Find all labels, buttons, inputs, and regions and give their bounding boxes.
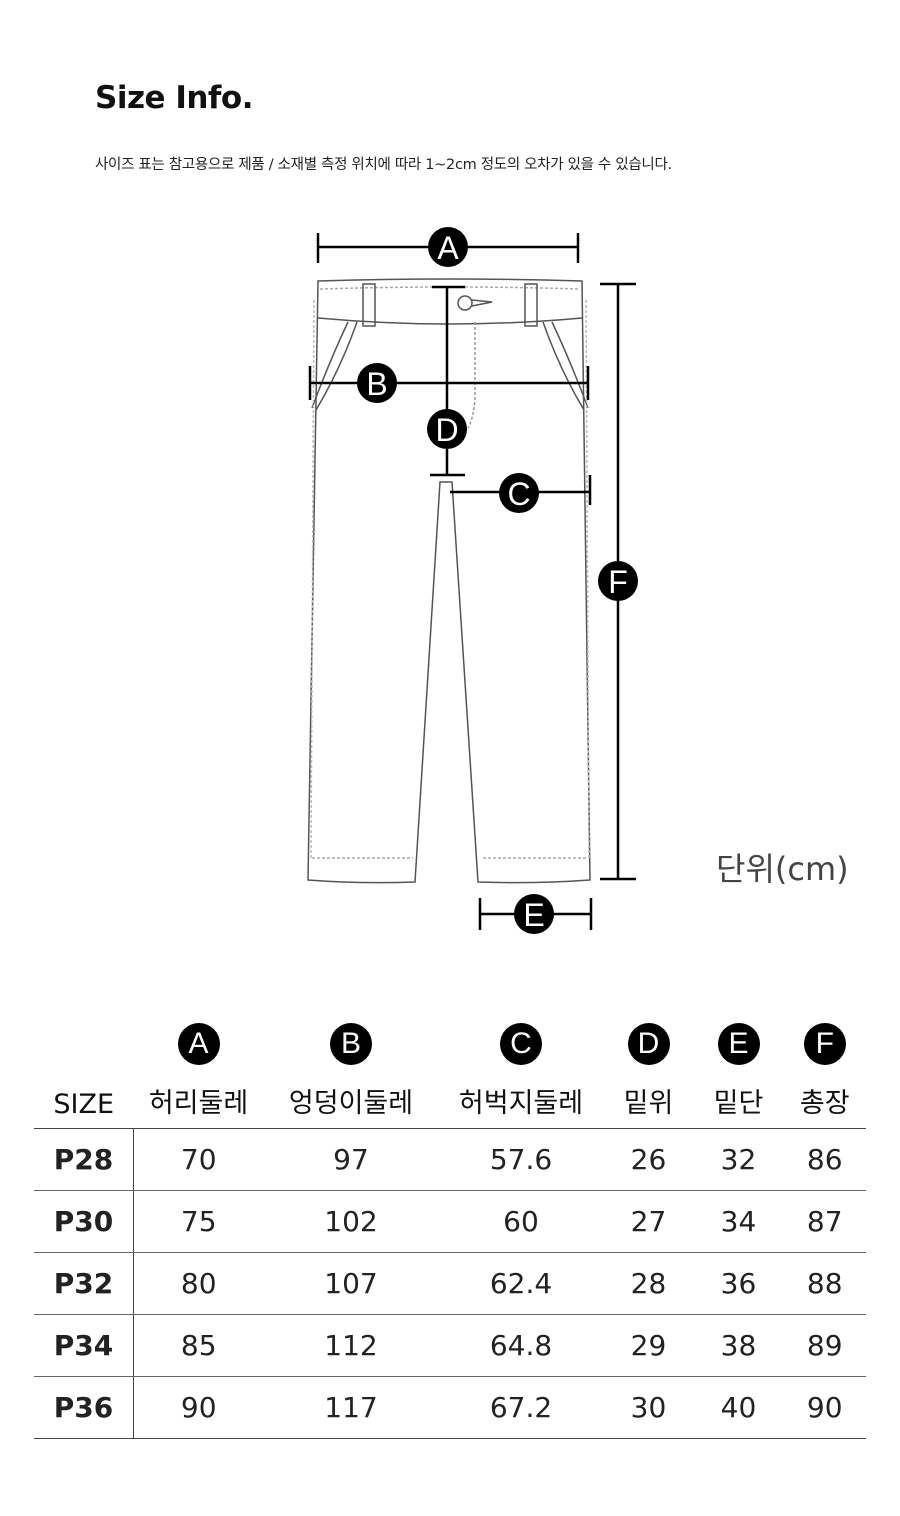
header-length: 총장 bbox=[783, 1068, 866, 1129]
value-cell: 89 bbox=[783, 1314, 866, 1377]
value-cell: 70 bbox=[133, 1128, 264, 1191]
value-cell: 27 bbox=[603, 1190, 694, 1253]
value-cell: 64.8 bbox=[438, 1314, 604, 1377]
value-cell: 75 bbox=[133, 1190, 264, 1253]
size-table: A B C D E F SIZE 허리둘레 엉덩이둘레 허벅지둘레 밑위 밑단 … bbox=[34, 1020, 866, 1439]
value-cell: 88 bbox=[783, 1252, 866, 1315]
header-rise: 밑위 bbox=[603, 1068, 694, 1129]
value-cell: 97 bbox=[263, 1128, 439, 1191]
value-cell: 87 bbox=[783, 1190, 866, 1253]
marker-d: D bbox=[427, 409, 467, 449]
value-cell: 107 bbox=[263, 1252, 439, 1315]
svg-text:B: B bbox=[366, 366, 387, 402]
size-cell: P34 bbox=[34, 1314, 134, 1377]
value-cell: 85 bbox=[133, 1314, 264, 1377]
size-cell: P36 bbox=[34, 1376, 134, 1439]
svg-text:A: A bbox=[437, 230, 459, 266]
value-cell: 86 bbox=[783, 1128, 866, 1191]
value-cell: 117 bbox=[263, 1376, 439, 1439]
value-cell: 90 bbox=[133, 1376, 264, 1439]
marker-b: B bbox=[330, 1023, 372, 1065]
marker-c: C bbox=[499, 473, 539, 513]
page-title: Size Info. bbox=[95, 80, 253, 116]
value-cell: 67.2 bbox=[438, 1376, 604, 1439]
value-cell: 32 bbox=[693, 1128, 784, 1191]
header-thigh: 허벅지둘레 bbox=[438, 1068, 604, 1129]
size-cell: P28 bbox=[34, 1128, 134, 1191]
value-cell: 36 bbox=[693, 1252, 784, 1315]
marker-b: B bbox=[357, 363, 397, 403]
value-cell: 90 bbox=[783, 1376, 866, 1439]
svg-text:E: E bbox=[523, 897, 544, 933]
value-cell: 112 bbox=[263, 1314, 439, 1377]
unit-label: 단위(cm) bbox=[716, 850, 849, 888]
pants-diagram: A B D C F E bbox=[307, 227, 638, 934]
marker-f: F bbox=[598, 561, 638, 601]
svg-text:F: F bbox=[608, 564, 628, 600]
value-cell: 34 bbox=[693, 1190, 784, 1253]
value-cell: 38 bbox=[693, 1314, 784, 1377]
header-size: SIZE bbox=[34, 1068, 134, 1129]
marker-e: E bbox=[717, 1023, 760, 1065]
pants-illustration bbox=[307, 278, 591, 884]
value-cell: 29 bbox=[603, 1314, 694, 1377]
header-hem: 밑단 bbox=[693, 1068, 784, 1129]
marker-f: F bbox=[803, 1023, 846, 1065]
size-note: 사이즈 표는 참고용으로 제품 / 소재별 측정 위치에 따라 1~2cm 정도… bbox=[95, 157, 672, 173]
value-cell: 102 bbox=[263, 1190, 439, 1253]
svg-text:C: C bbox=[507, 476, 530, 512]
value-cell: 40 bbox=[693, 1376, 784, 1439]
size-cell: P32 bbox=[34, 1252, 134, 1315]
marker-a: A bbox=[428, 227, 468, 267]
value-cell: 60 bbox=[438, 1190, 604, 1253]
value-cell: 28 bbox=[603, 1252, 694, 1315]
value-cell: 80 bbox=[133, 1252, 264, 1315]
value-cell: 62.4 bbox=[438, 1252, 604, 1315]
header-waist: 허리둘레 bbox=[133, 1068, 264, 1129]
size-cell: P30 bbox=[34, 1190, 134, 1253]
header-hip: 엉덩이둘레 bbox=[263, 1068, 439, 1129]
measure-lines bbox=[308, 233, 636, 930]
value-cell: 30 bbox=[603, 1376, 694, 1439]
value-cell: 57.6 bbox=[438, 1128, 604, 1191]
marker-a: A bbox=[177, 1023, 220, 1065]
marker-c: C bbox=[500, 1023, 542, 1065]
value-cell: 26 bbox=[603, 1128, 694, 1191]
svg-text:D: D bbox=[435, 412, 458, 448]
marker-d: D bbox=[627, 1023, 670, 1065]
marker-e: E bbox=[514, 894, 554, 934]
